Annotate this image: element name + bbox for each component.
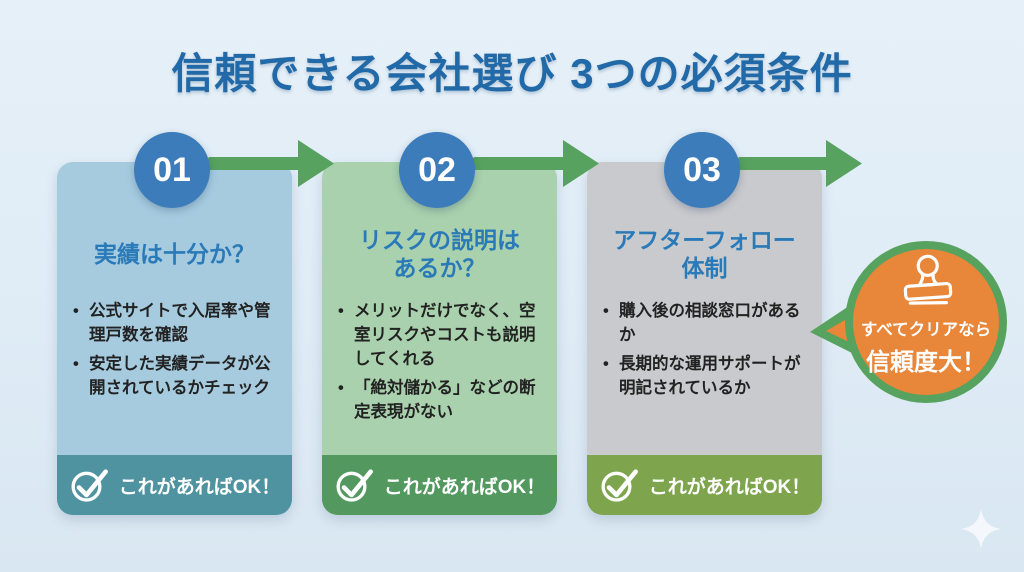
bullet-item: 長期的な運用サポートが明記されているか: [602, 353, 807, 401]
flow-arrow-icon: [208, 140, 334, 187]
step-number-3: 03: [664, 132, 740, 208]
step-3-footer: これがあればOK！: [587, 455, 822, 515]
checkmark-icon: [71, 469, 108, 502]
bullet-item: 「絶対儲かる」などの断定表現がない: [337, 377, 542, 425]
bullet-item: メリットだけでなく、空室リスクやコストも説明してくれる: [337, 300, 542, 372]
step-1-heading: 実績は十分か？: [94, 240, 255, 267]
step-card-3: アフターフォロー 体制 購入後の相談窓口があるか 長期的な運用サポートが明記され…: [587, 162, 822, 515]
page-title: 信頼できる会社選び 3つの必須条件: [171, 50, 853, 97]
step-3-footer-label: これがあればOK！: [648, 476, 811, 498]
step-2-heading: リスクの説明は あるか？: [359, 226, 520, 281]
step-1-footer-label: これがあればOK！: [118, 476, 281, 498]
step-card-2: リスクの説明は あるか？ メリットだけでなく、空室リスクやコストも説明してくれる…: [322, 162, 557, 515]
step-number-2: 02: [399, 132, 475, 208]
step-2-footer-label: これがあればOK！: [383, 476, 546, 498]
sparkle-icon: [961, 509, 1001, 549]
stamp-icon: [903, 254, 953, 305]
step-number-1: 01: [134, 132, 210, 208]
bullet-item: 購入後の相談窓口があるか: [602, 300, 807, 348]
step-card-2-body: リスクの説明は あるか？ メリットだけでなく、空室リスクやコストも説明してくれる…: [322, 162, 557, 425]
speech-bubble-badge: [810, 241, 1007, 403]
step-card-1: 実績は十分か？ 公式サイトで入居率や管理戸数を確認 安定した実績データが公開され…: [57, 162, 292, 515]
flow-arrow-icon: [738, 140, 862, 187]
checkmark-icon: [601, 469, 638, 502]
badge-text-line1: すべてクリアなら: [860, 321, 992, 339]
step-1-bullets: 公式サイトで入居率や管理戸数を確認 安定した実績データが公開されているかチェック: [72, 300, 277, 401]
step-1-footer: これがあればOK！: [57, 455, 292, 515]
bullet-item: 安定した実績データが公開されているかチェック: [72, 353, 277, 401]
step-card-3-body: アフターフォロー 体制 購入後の相談窓口があるか 長期的な運用サポートが明記され…: [587, 162, 822, 401]
checkmark-icon: [336, 469, 373, 502]
bullet-item: 公式サイトで入居率や管理戸数を確認: [72, 300, 277, 348]
step-3-bullets: 購入後の相談窓口があるか 長期的な運用サポートが明記されているか: [602, 300, 807, 401]
step-card-1-body: 実績は十分か？ 公式サイトで入居率や管理戸数を確認 安定した実績データが公開され…: [57, 162, 292, 401]
step-3-heading: アフターフォロー 体制: [613, 226, 796, 281]
badge-text-line2: 信頼度大！: [866, 349, 986, 376]
step-2-bullets: メリットだけでなく、空室リスクやコストも説明してくれる 「絶対儲かる」などの断定…: [337, 300, 542, 425]
step-2-footer: これがあればOK！: [322, 455, 557, 515]
badge-content: すべてクリアなら 信頼度大！: [845, 254, 1007, 402]
flow-arrow-icon: [473, 140, 599, 187]
